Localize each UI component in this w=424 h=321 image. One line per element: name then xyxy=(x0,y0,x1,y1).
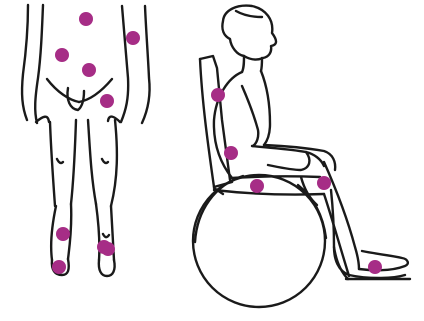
pressure-point-seated-buttock xyxy=(250,179,264,193)
pressure-point-standing-right-shoulder-blade xyxy=(55,48,69,62)
standing-figure xyxy=(22,5,150,276)
pressure-point-seated-upper-back xyxy=(211,88,225,102)
pressure-point-standing-lower-back xyxy=(82,63,96,77)
pressure-point-standing-right-heel xyxy=(97,240,111,254)
pressure-point-seated-heel xyxy=(368,260,382,274)
pressure-point-standing-upper-back-center xyxy=(79,12,93,26)
pressure-point-markers xyxy=(52,12,382,274)
pressure-point-standing-left-heel xyxy=(52,260,66,274)
pressure-point-standing-left-knee-back xyxy=(56,227,70,241)
pressure-point-seated-thigh-back xyxy=(317,176,331,190)
pressure-point-standing-right-hip xyxy=(100,94,114,108)
pressure-point-standing-left-shoulder-blade xyxy=(126,31,140,45)
pressure-point-seated-lower-back xyxy=(224,146,238,160)
